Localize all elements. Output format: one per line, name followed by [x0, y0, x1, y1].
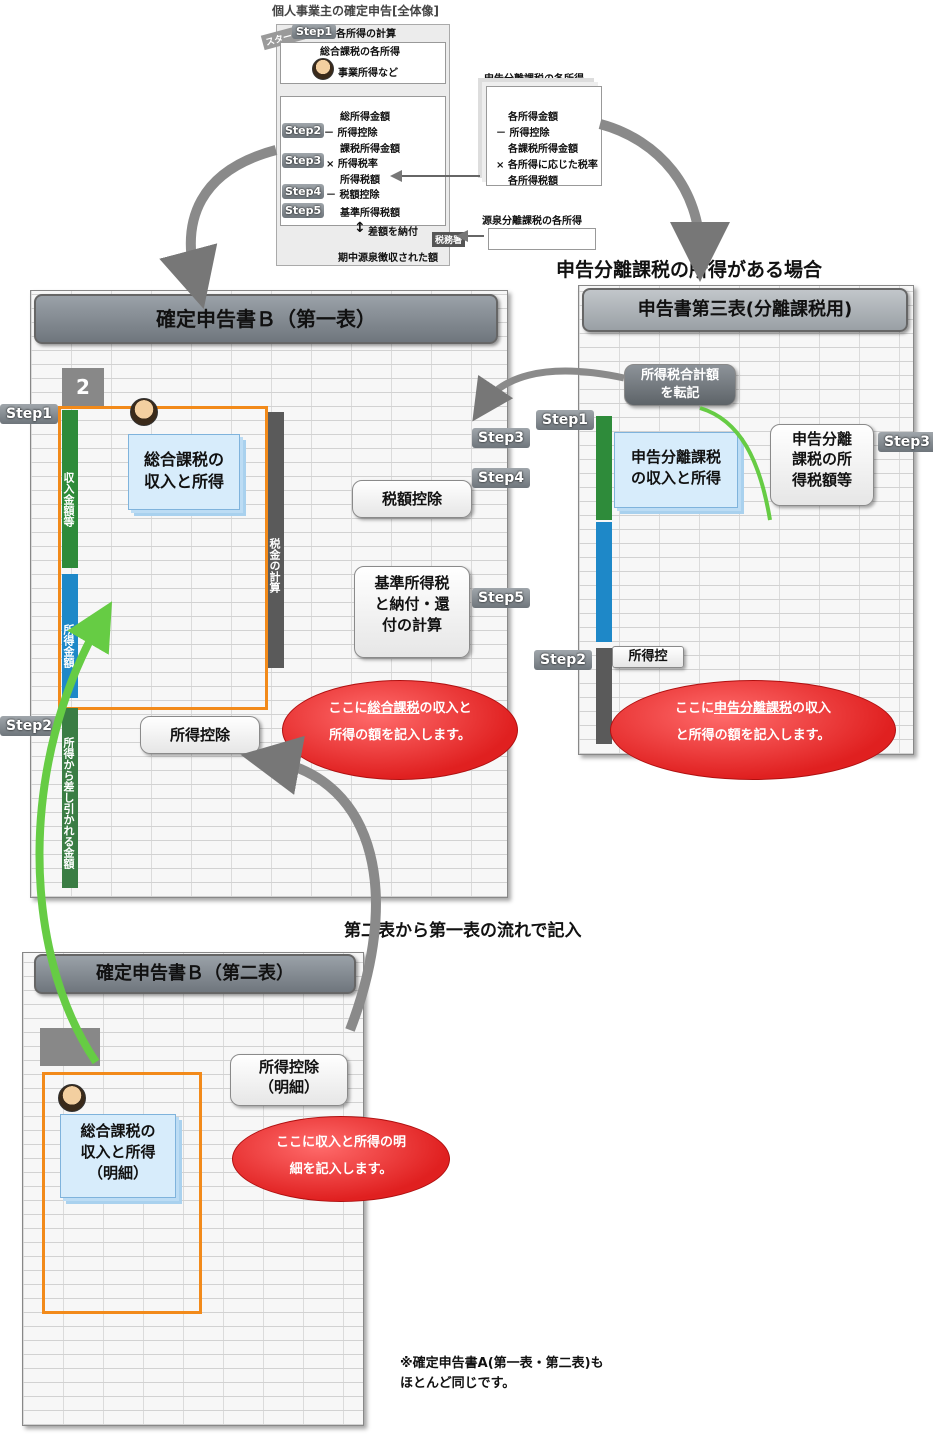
form1-step5: Step5: [472, 588, 531, 608]
form3-strip-income: [596, 416, 612, 520]
businessman-icon: [58, 1084, 86, 1112]
form3-title: 申告書第三表(分離課税用): [582, 288, 908, 332]
form3-transfer: 所得税合計額 を転記: [624, 364, 736, 406]
overview-withholding-title: 源泉分離課税の各所得: [482, 216, 582, 227]
form2-deduction-detail: 所得控除 （明細）: [230, 1054, 348, 1106]
overview-title: 個人事業主の確定申告[全体像]: [272, 4, 439, 18]
case-label: 申告分離課税の所得がある場合: [556, 259, 823, 281]
form2-title: 確定申告書Ｂ（第二表）: [34, 954, 356, 994]
form2-income-box: [42, 1072, 202, 1314]
overview-sep4: × 各所得に応じた税率: [496, 160, 598, 171]
form1-strip-income: 収入金額等: [62, 410, 78, 568]
businessman-icon: [312, 58, 334, 80]
overview-line9: － 税額控除: [326, 190, 380, 201]
overview-line10: 基準所得税額: [340, 208, 400, 219]
overview-sep5: 各所得税額: [508, 176, 558, 187]
overview-line2: 総合課税の各所得: [320, 47, 400, 58]
overview-line6: 課税所得金額: [340, 144, 400, 155]
overview-line7: × 所得税率: [326, 159, 378, 170]
form1-base-tax: 基準所得税 と納付・還 付の計算: [354, 566, 470, 658]
overview-tax-office: 税務署: [432, 232, 466, 247]
footnote: ※確定申告書A(第一表・第二表)も ほとんど同じです。: [400, 1356, 604, 1391]
form3-bubble: ここに申告分離課税の収入 と所得の額を記入します。: [610, 680, 896, 780]
overview-line4: 総所得金額: [340, 112, 390, 123]
form1-bubble: ここに総合課税の収入と 所得の額を記入します。: [282, 680, 518, 780]
overview-sep1: 各所得金額: [508, 112, 558, 123]
form1-strip-shotoku: 所得金額: [62, 574, 78, 698]
overview-sep2: － 所得控除: [496, 128, 550, 139]
overview-line3: 事業所得など: [338, 68, 398, 79]
form1-deduction: 所得控除: [140, 716, 260, 754]
form3-tag-shotoku: 所得控: [612, 646, 684, 668]
form2-gray-block: [40, 1028, 100, 1066]
form1-step4: Step4: [472, 468, 531, 488]
overview-line12: 期中源泉徴収された額: [338, 253, 438, 264]
overview-box-general: [280, 42, 446, 84]
form1-income-box: [58, 406, 268, 710]
overview-step3: Step3: [282, 153, 325, 168]
form2-bubble: ここに収入と所得の明 細を記入します。: [232, 1116, 450, 1202]
overview-step1: Step1: [292, 24, 337, 39]
form3-step2: Step2: [534, 650, 593, 670]
form3-sep-tax: 申告分離 課税の所 得税額等: [770, 424, 874, 506]
overview-line1: 各所得の計算: [336, 29, 396, 40]
form1-tax-credit: 税額控除: [352, 480, 472, 518]
form3-card: 申告分離課税 の収入と所得: [614, 432, 738, 508]
overview-withholding-box: [488, 228, 596, 250]
form1-strip-deduct: 所得から差し引かれる金額: [62, 708, 78, 888]
arrow-to-form1: [159, 145, 278, 309]
arrow-to-form3: [598, 119, 730, 282]
form3-strip-shotoku: [596, 522, 612, 642]
overview-step2: Step2: [282, 123, 325, 138]
overview-line5: － 所得控除: [324, 128, 378, 139]
form3-strip-tax: [596, 648, 612, 744]
overview-line8: 所得税額: [340, 175, 380, 186]
flow-text: 第二表から第一表の流れで記入: [344, 921, 582, 941]
overview-line11: 差額を納付: [368, 227, 418, 238]
form1-step2: Step2: [0, 716, 59, 736]
overview-step5: Step5: [282, 203, 325, 218]
form1-number-box: 2: [62, 368, 104, 406]
businessman-icon: [130, 398, 158, 426]
form1-strip-tax: 税金の計算: [268, 412, 284, 668]
overview-sep-title: 申告分離課税の各所得: [484, 74, 584, 85]
form3-step1: Step1: [536, 410, 595, 430]
form1-title: 確定申告書Ｂ（第一表）: [34, 294, 498, 344]
updown-arrow-icon: ↕: [354, 220, 366, 236]
form2-card: 総合課税の 収入と所得 （明細）: [60, 1114, 176, 1198]
overview-sep3: 各課税所得金額: [508, 144, 578, 155]
form1-income-card: 総合課税の 収入と所得: [128, 434, 240, 510]
overview-step4: Step4: [282, 184, 325, 199]
form1-step3: Step3: [472, 428, 531, 448]
form1-step1: Step1: [0, 404, 59, 424]
form3-step3: Step3: [878, 432, 933, 452]
